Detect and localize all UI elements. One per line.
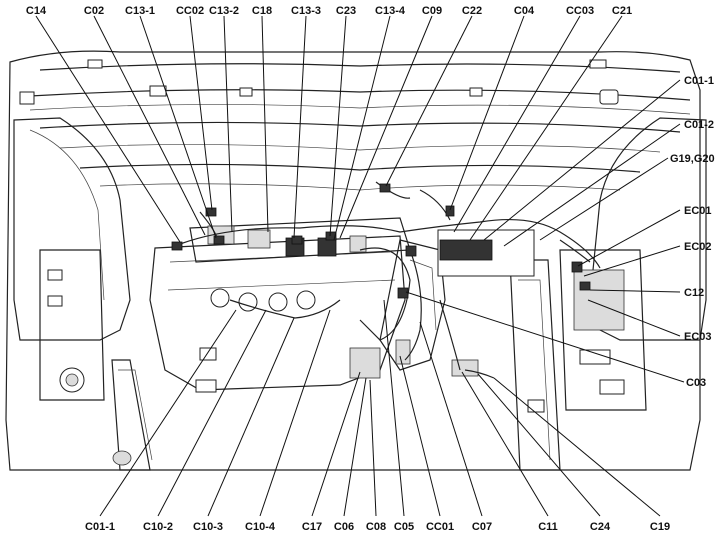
- label-c03: C03: [686, 377, 706, 389]
- label-c13-3: C13-3: [291, 5, 321, 17]
- label-c12: C12: [684, 287, 704, 299]
- leader-c10-2: [157, 309, 267, 517]
- leader-c13-4: [333, 15, 391, 241]
- leader-c13-1: [139, 15, 217, 239]
- label-c05: C05: [394, 521, 414, 533]
- label-c02: C02: [84, 5, 104, 17]
- label-c10-3: C10-3: [193, 521, 223, 533]
- label-cc02: CC02: [176, 5, 204, 17]
- leader-c01-1-top: [483, 79, 681, 241]
- label-cc03: CC03: [566, 5, 594, 17]
- leader-c17: [311, 371, 361, 517]
- leader-c13-3: [293, 15, 307, 239]
- label-c13-1: C13-1: [125, 5, 155, 17]
- right-labels: C01-1 C01-2 G19,G20 EC01 EC02 C12 EC03 C…: [670, 75, 715, 389]
- label-cc01: CC01: [426, 521, 454, 533]
- vehicle-structure: [5, 50, 707, 471]
- leader-c02: [93, 15, 206, 236]
- label-ec01: EC01: [684, 205, 712, 217]
- leader-c22: [385, 15, 473, 187]
- label-c14: C14: [26, 5, 47, 17]
- label-c06: C06: [334, 521, 354, 533]
- label-c08: C08: [366, 521, 386, 533]
- leader-c21: [469, 15, 623, 241]
- leader-c09: [339, 15, 433, 239]
- label-c10-4: C10-4: [245, 521, 276, 533]
- leader-c03: [405, 291, 685, 383]
- leader-c10-3: [207, 317, 295, 517]
- leader-ec03: [587, 299, 681, 337]
- label-c17: C17: [302, 521, 322, 533]
- leader-c01-1-bottom: [99, 309, 237, 517]
- leader-c24: [477, 373, 601, 517]
- label-c11: C11: [538, 521, 558, 533]
- top-labels: C14 C02 C13-1 CC02 C13-2 C18 C13-3 C23 C…: [26, 5, 632, 17]
- leader-ec01: [577, 209, 681, 267]
- leader-c18: [261, 15, 269, 233]
- leader-c14: [35, 15, 181, 243]
- label-c22: C22: [462, 5, 482, 17]
- label-c01-1-bottom: C01-1: [85, 521, 115, 533]
- label-c21: C21: [612, 5, 632, 17]
- leader-c05: [383, 299, 405, 517]
- bottom-labels: C01-1 C10-2 C10-3 C10-4 C17 C06 C08 C05 …: [85, 521, 670, 533]
- label-c24: C24: [590, 521, 611, 533]
- label-c01-2: C01-2: [684, 119, 714, 131]
- leader-c01-2: [503, 123, 681, 247]
- label-c13-2: C13-2: [209, 5, 239, 17]
- leader-c19: [493, 377, 661, 517]
- label-c09: C09: [422, 5, 442, 17]
- leader-lines: [35, 15, 685, 517]
- label-g19-g20: G19,G20: [670, 153, 715, 165]
- leader-c06: [343, 377, 367, 517]
- leader-ec02: [583, 245, 681, 277]
- leader-c12: [589, 289, 681, 293]
- label-ec03: EC03: [684, 331, 712, 343]
- leader-c04: [449, 15, 525, 211]
- label-c18: C18: [252, 5, 272, 17]
- leader-cc02: [189, 15, 213, 211]
- label-c13-4: C13-4: [375, 5, 406, 17]
- leader-c11: [461, 371, 549, 517]
- leader-c13-2: [223, 15, 233, 233]
- leader-cc01: [399, 355, 441, 517]
- label-c23: C23: [336, 5, 356, 17]
- label-ec02: EC02: [684, 241, 712, 253]
- leader-g19-g20: [539, 157, 669, 241]
- leader-c08: [369, 379, 377, 517]
- label-c19: C19: [650, 521, 670, 533]
- label-c04: C04: [514, 5, 535, 17]
- leader-cc03: [453, 15, 581, 233]
- leader-c07: [419, 321, 483, 517]
- leader-c10-4: [259, 309, 331, 517]
- label-c01-1-right: C01-1: [684, 75, 714, 87]
- leader-c23: [329, 15, 347, 237]
- label-c10-2: C10-2: [143, 521, 173, 533]
- label-c07: C07: [472, 521, 492, 533]
